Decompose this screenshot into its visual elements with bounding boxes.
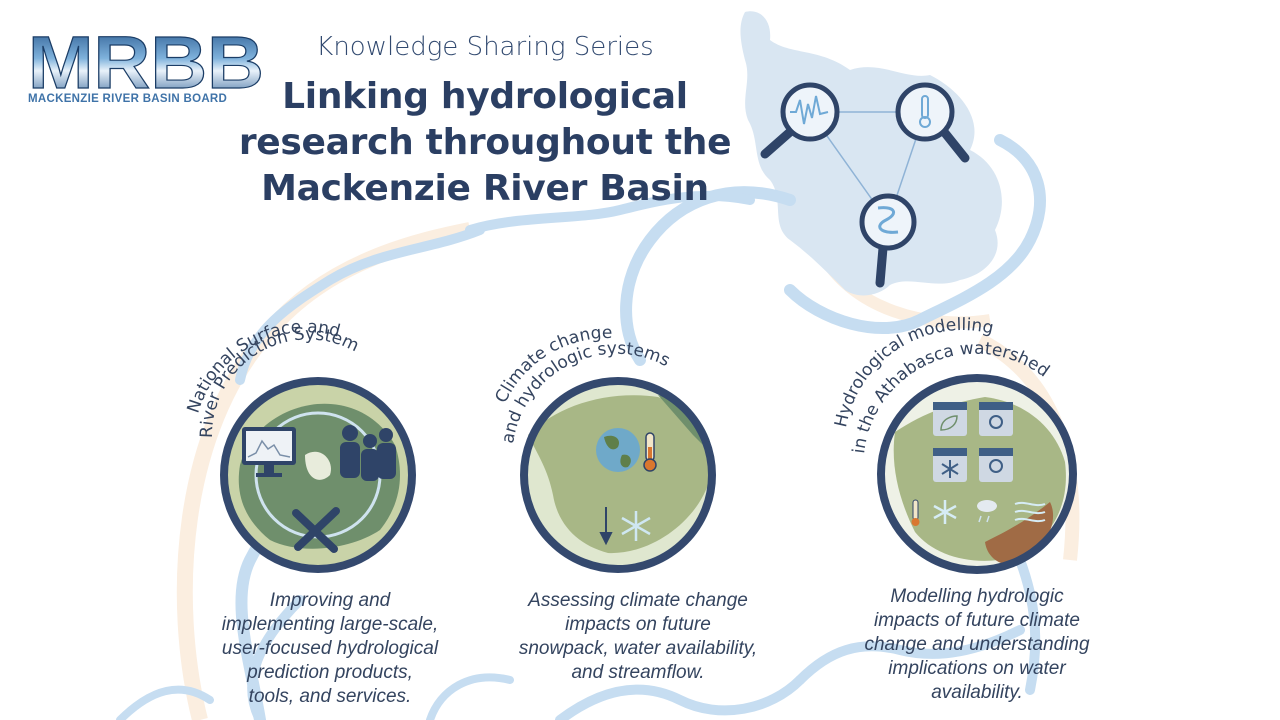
small-thermometer-icon bbox=[911, 499, 920, 526]
mackenzie-basin-shape bbox=[740, 11, 1002, 296]
thermometer-icon bbox=[643, 432, 657, 472]
snowflake-icon bbox=[933, 500, 957, 524]
globe-icon bbox=[596, 428, 640, 472]
wind-icon bbox=[1014, 501, 1046, 523]
leaf-icon bbox=[940, 415, 958, 431]
rain-cloud-icon bbox=[977, 500, 997, 523]
title-line: research throughout the bbox=[238, 122, 732, 163]
logo-subtitle: MACKENZIE RIVER BASIN BOARD bbox=[28, 93, 228, 105]
down-arrow-icon bbox=[599, 507, 613, 546]
mrbb-wordmark: MRBB bbox=[28, 30, 264, 94]
athabasca-circle bbox=[877, 374, 1077, 574]
river-magnifier-icon bbox=[859, 193, 917, 288]
climate-change-circle bbox=[520, 377, 716, 573]
series-label: Knowledge Sharing Series bbox=[316, 32, 654, 62]
computer-monitor-icon bbox=[242, 427, 296, 477]
page-title: Linking hydrological research throughout… bbox=[0, 74, 970, 212]
snowflake-icon bbox=[621, 511, 651, 541]
hydrograph-magnifier-icon bbox=[760, 82, 840, 159]
sun-icon bbox=[989, 415, 1003, 429]
prediction-system-circle bbox=[220, 377, 416, 573]
tools-icon bbox=[292, 507, 340, 553]
svg-text:MRBB: MRBB bbox=[28, 30, 264, 94]
people-icon bbox=[340, 425, 396, 481]
title-line: Mackenzie River Basin bbox=[261, 168, 709, 209]
mrbb-logo: MRBB MACKENZIE RIVER BASIN BOARD bbox=[26, 30, 266, 110]
title-line: Linking hydrological bbox=[282, 76, 688, 117]
flower-icon bbox=[989, 459, 1003, 473]
thermometer-magnifier-icon bbox=[895, 82, 970, 163]
topic-2-description: Assessing climate change impacts on futu… bbox=[518, 590, 758, 683]
snowflake-icon bbox=[941, 460, 959, 478]
topic-3-description: Modelling hydrologic impacts of future c… bbox=[864, 586, 1090, 703]
topic-1-description: Improving and implementing large-scale, … bbox=[221, 590, 439, 707]
